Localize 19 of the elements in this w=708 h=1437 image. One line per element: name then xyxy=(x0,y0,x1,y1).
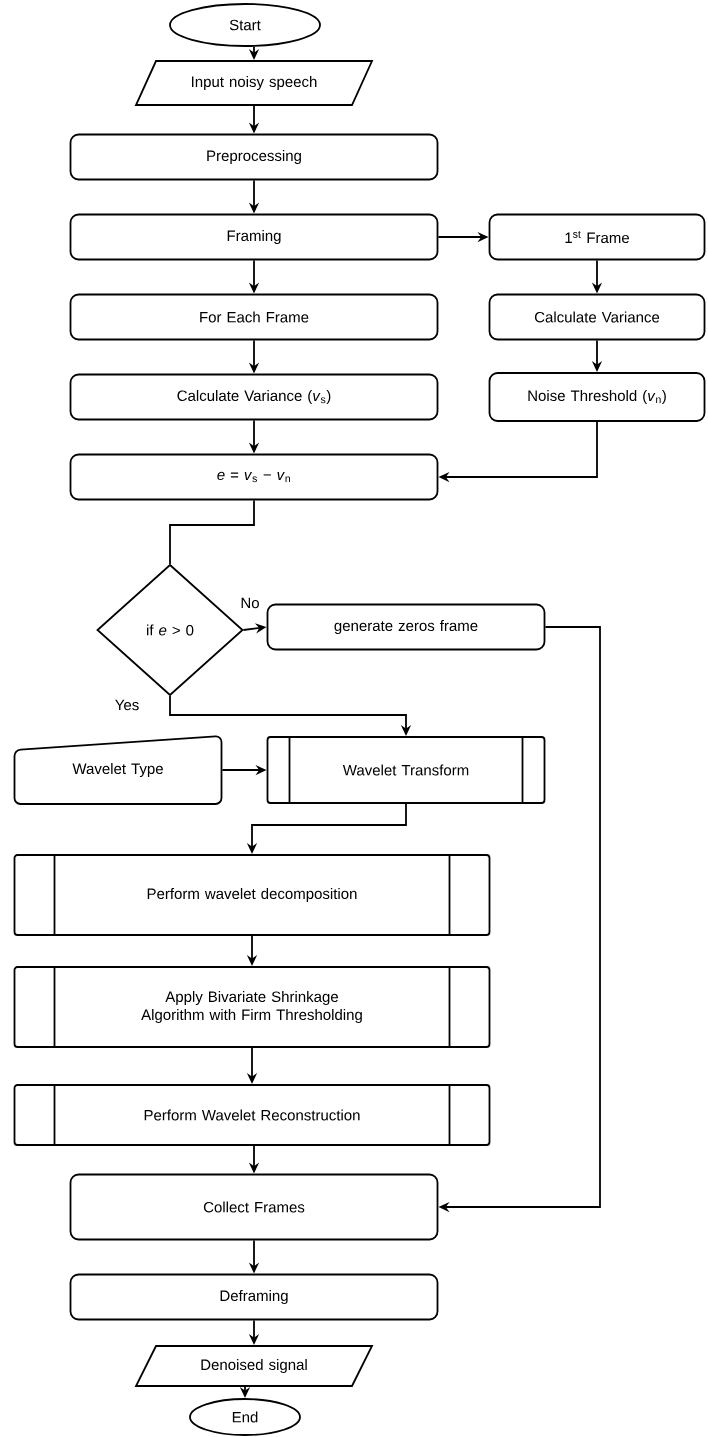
process-box: generate zeros frame xyxy=(266,603,546,651)
subprocess-box: Perform Wavelet Reconstruction xyxy=(13,1084,491,1146)
process-box: Preprocessing xyxy=(69,133,439,181)
process-box: Noise Threshold (v$_{n}$) xyxy=(488,372,706,422)
process-box: Framing xyxy=(69,213,439,261)
terminal-oval: End xyxy=(189,1398,301,1436)
edge-label: Yes xyxy=(113,698,141,712)
process-box: For Each Frame xyxy=(69,293,439,341)
subprocess-box: Wavelet Transform xyxy=(266,736,546,804)
process-box: Calculate Variance xyxy=(488,293,706,341)
process-box: 1$^{st}$ Frame xyxy=(488,213,706,261)
process-box: e = v$_{s}$ − v$_{n}$ xyxy=(69,453,439,501)
terminal-oval: Start xyxy=(169,3,321,47)
manual-input-box: Wavelet Type xyxy=(13,735,223,805)
subprocess-box: Apply Bivariate Shrinkage Algorithm with Firm Thresholding xyxy=(13,966,491,1048)
subprocess-box: Perform wavelet decomposition xyxy=(13,854,491,936)
process-box: Collect Frames xyxy=(69,1173,439,1241)
process-box: Calculate Variance (v$_{s}$) xyxy=(69,373,439,421)
process-box: Deframing xyxy=(69,1273,439,1321)
